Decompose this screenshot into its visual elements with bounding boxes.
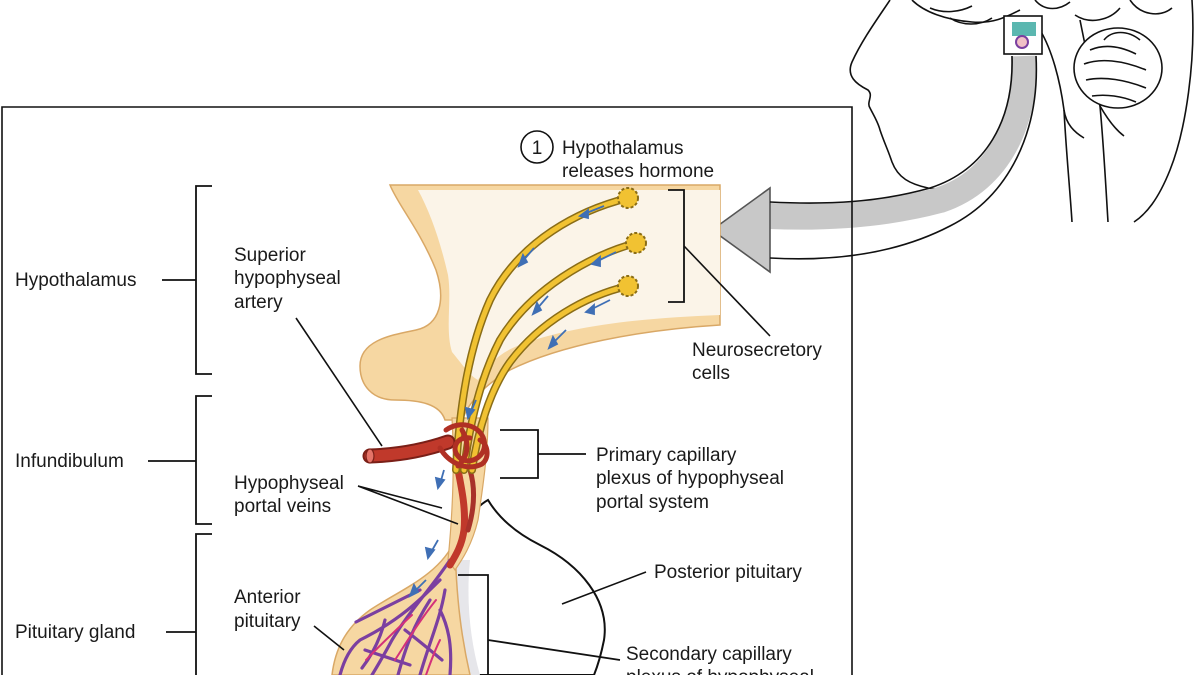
- region-label-infundibulum: Infundibulum: [15, 451, 124, 472]
- step-number-circle: [520, 130, 554, 164]
- label-anterior-pituitary-line-1: Anterior: [234, 587, 301, 608]
- leader-portal-veins: [357, 485, 459, 525]
- neuron-cell-body-3: [617, 275, 639, 297]
- head-silhouette-insert: [769, 0, 1194, 230]
- label-neurosecretory-line-1: Neurosecretory: [692, 340, 822, 361]
- label-secondary-plexus-line-1: Secondary capillary: [626, 644, 792, 665]
- step-number: 1: [532, 138, 543, 159]
- label-primary-plexus-line-1: Primary capillary: [596, 445, 737, 466]
- hypothalamus-tissue: [359, 184, 721, 421]
- brain-gyri: [929, 0, 1173, 25]
- hypophyseal-portal-vein-2: [465, 467, 477, 533]
- region-brackets: [148, 185, 212, 675]
- hormone-flow-arrows: [408, 205, 617, 598]
- callout-arrow-outline: [769, 55, 1038, 260]
- label-anterior-pituitary-line-2: pituitary: [234, 611, 301, 632]
- neuron-cell-body-1: [617, 187, 639, 209]
- label-neurosecretory-line-2: cells: [692, 363, 730, 384]
- step-label-line-1: Hypothalamus: [562, 138, 683, 159]
- bracket-hypothalamus: [162, 185, 212, 375]
- leader-superior-artery: [295, 317, 383, 447]
- leader-posterior-pituitary: [561, 571, 647, 605]
- spinal-cord: [1063, 105, 1109, 223]
- label-portal-veins-line-1: Hypophyseal: [234, 473, 344, 494]
- main-panel-frame: [1, 106, 853, 675]
- hypophyseal-portal-vein: [446, 466, 468, 569]
- label-superior-artery-line-3: artery: [234, 292, 283, 313]
- head-back-outline: [1133, 0, 1194, 223]
- label-secondary-plexus-line-2: plexus of hypophyseal: [626, 667, 814, 675]
- posterior-pituitary-lobe: [458, 498, 606, 675]
- superior-hypophyseal-artery-core: [364, 436, 454, 462]
- callout-arrow-head: [710, 186, 771, 274]
- bracket-secondary-plexus: [458, 574, 621, 675]
- bracket-primary-plexus: [500, 429, 586, 479]
- label-primary-plexus-line-2: plexus of hypophyseal: [596, 468, 784, 489]
- label-posterior-pituitary: Posterior pituitary: [654, 562, 802, 583]
- locator-pituitary-dot: [1015, 35, 1029, 49]
- label-primary-plexus-line-3: portal system: [596, 492, 709, 513]
- leader-neurosecretory: [683, 245, 771, 337]
- neuron-cell-body-2: [625, 232, 647, 254]
- secondary-capillary-network-pink: [365, 599, 441, 675]
- step-label-line-2: releases hormone: [562, 161, 714, 182]
- region-label-hypothalamus: Hypothalamus: [15, 270, 136, 291]
- locator-hypothalamus-patch: [1012, 22, 1036, 36]
- head-profile-outline: [849, 0, 1001, 190]
- anterior-pituitary-lobe: [331, 539, 471, 675]
- primary-capillary-plexus: [437, 422, 490, 470]
- cerebellum-folds: [1083, 31, 1147, 103]
- bracket-pituitary: [166, 533, 212, 675]
- label-superior-artery-line-1: Superior: [234, 245, 306, 266]
- label-superior-artery-line-2: hypophyseal: [234, 268, 341, 289]
- brainstem-outline: [1039, 29, 1085, 139]
- axon-2-core: [461, 240, 639, 473]
- label-portal-veins-line-2: portal veins: [234, 496, 331, 517]
- bracket-infundibulum: [148, 395, 212, 525]
- leader-anterior-pituitary: [313, 625, 345, 651]
- region-label-pituitary-gland: Pituitary gland: [15, 622, 135, 643]
- artery-cut-end: [365, 448, 375, 464]
- callout-arrow-stem: [769, 55, 1038, 230]
